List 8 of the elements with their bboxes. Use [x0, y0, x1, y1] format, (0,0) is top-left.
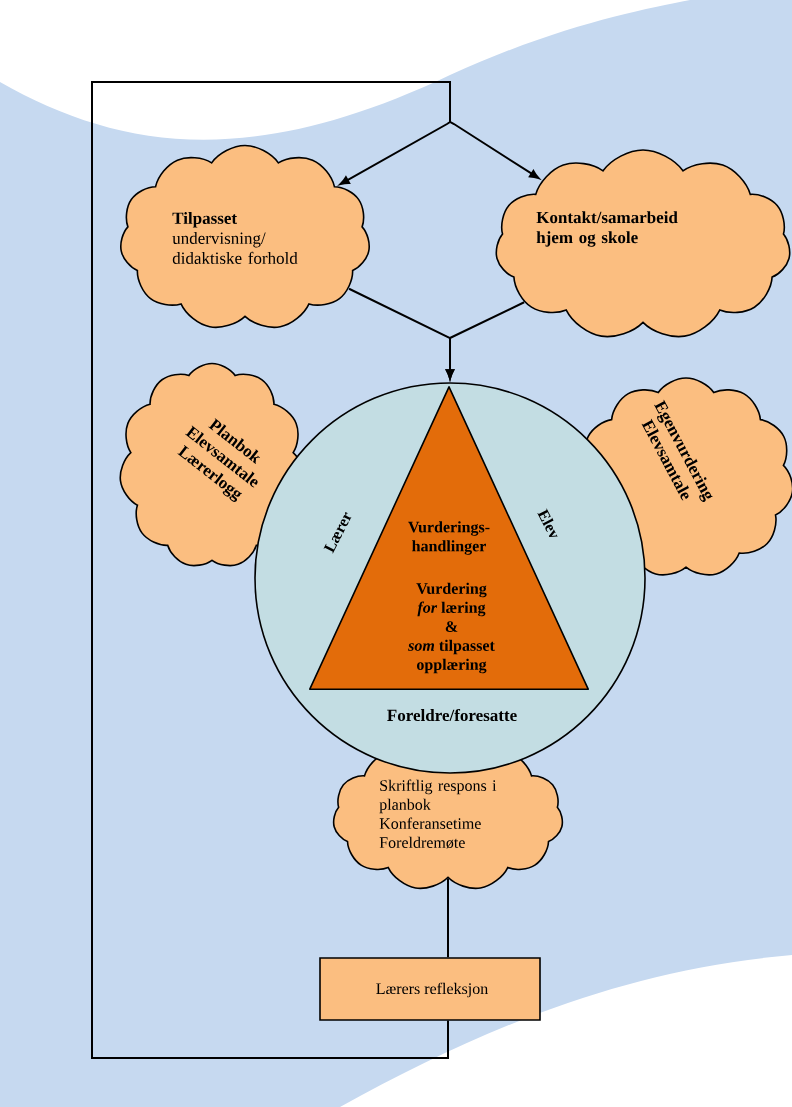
cloud: Tilpasset undervisning/ didaktiske forhold [120, 144, 370, 329]
arrow [91, 81, 540, 1059]
side-label: Elev [537, 508, 558, 537]
cloud: Kontakt/samarbeid hjem og skole [495, 149, 791, 338]
bottom-label: Foreldre/foresatte [387, 708, 517, 722]
process-box: Lærers refleksjon [319, 957, 541, 1021]
connector-line [447, 877, 449, 959]
arrow [445, 301, 526, 380]
